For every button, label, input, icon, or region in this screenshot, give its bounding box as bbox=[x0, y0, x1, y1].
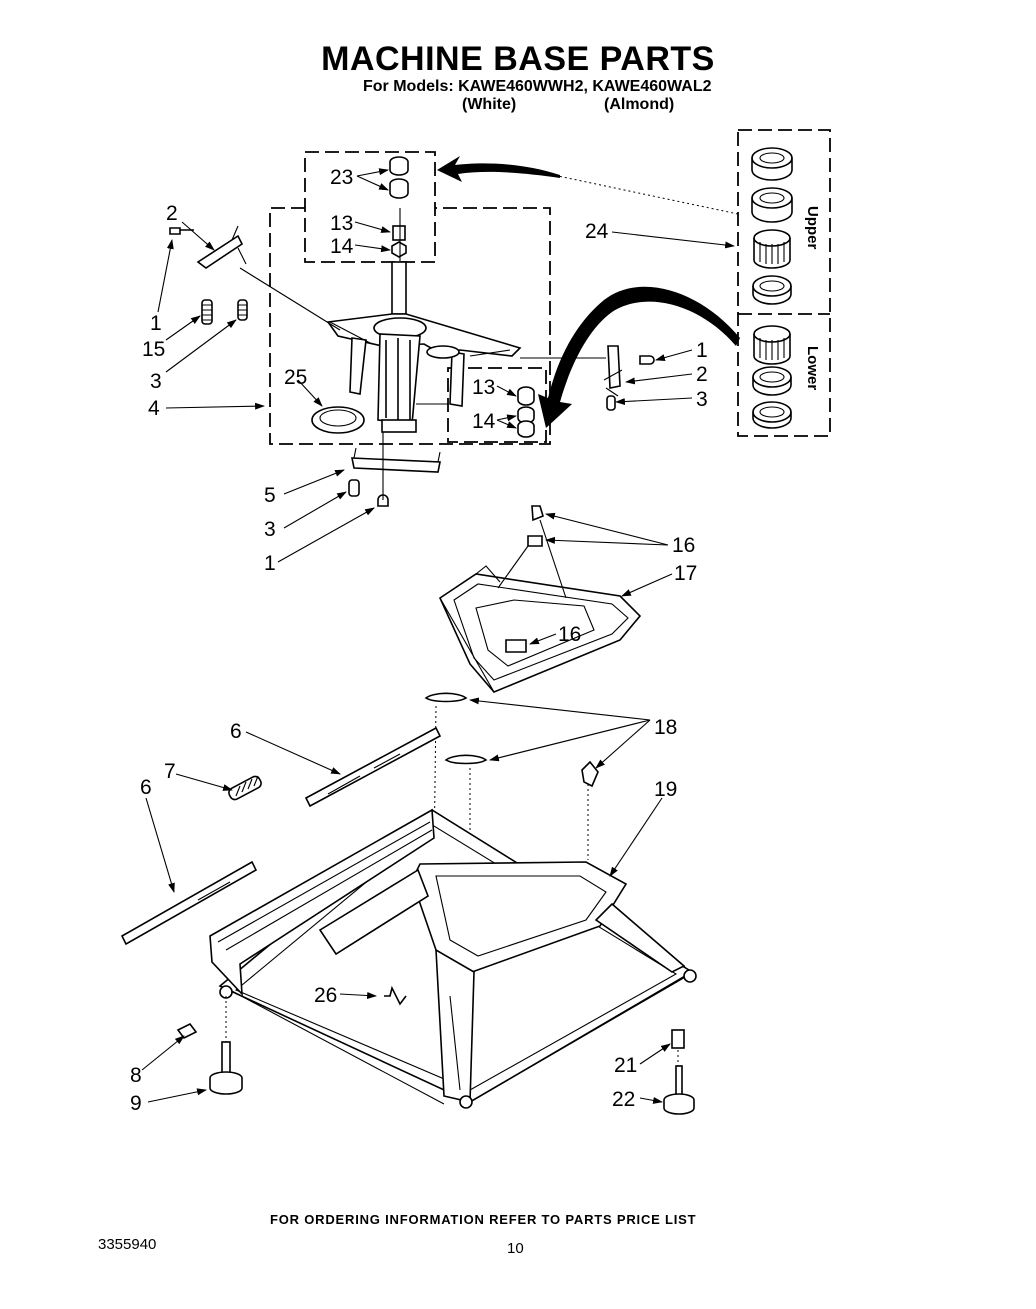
part-8-nut bbox=[176, 1022, 198, 1040]
part-1-bolt-right bbox=[639, 355, 655, 365]
bearing-kit-box bbox=[737, 129, 831, 437]
part-13-washer bbox=[392, 225, 406, 241]
callout-3-lower: 3 bbox=[264, 518, 276, 541]
callout-9: 9 bbox=[130, 1092, 142, 1115]
part-3-spring-lower bbox=[348, 479, 360, 497]
bearing-leader bbox=[557, 175, 739, 215]
part-19-base-frame bbox=[209, 808, 697, 1109]
part-7-spring bbox=[228, 775, 262, 801]
document-number: 3355940 bbox=[98, 1236, 157, 1253]
part-9-leveling-leg bbox=[209, 1041, 243, 1095]
part-17-frame bbox=[438, 565, 642, 693]
part-25-ring bbox=[311, 406, 365, 434]
callout-1-right: 1 bbox=[696, 339, 708, 362]
callout-16-lower: 16 bbox=[558, 623, 581, 646]
callout-1-lower: 1 bbox=[264, 552, 276, 575]
part-16-clip-mid bbox=[527, 535, 543, 547]
upper-bearing-cup bbox=[752, 275, 792, 305]
part-26-clip bbox=[384, 985, 407, 1006]
callout-15: 15 bbox=[142, 338, 165, 361]
callout-21: 21 bbox=[614, 1054, 637, 1077]
lower-bearing-cup bbox=[752, 366, 792, 396]
part-18-pad-mid bbox=[444, 754, 488, 765]
upper-seal bbox=[751, 147, 793, 181]
callout-8: 8 bbox=[130, 1064, 142, 1087]
callout-24: 24 bbox=[585, 220, 609, 243]
part-2-bracket-right bbox=[607, 345, 621, 389]
callout-6-lower: 6 bbox=[140, 776, 152, 799]
callout-1-left: 1 bbox=[150, 312, 162, 335]
part-13-lower bbox=[517, 386, 535, 406]
upper-transfer-arrow bbox=[437, 156, 560, 182]
ordering-note: FOR ORDERING INFORMATION REFER TO PARTS … bbox=[270, 1212, 697, 1227]
part-2-bracket-left bbox=[196, 234, 244, 269]
callout-4: 4 bbox=[148, 397, 160, 420]
part-21-insert bbox=[671, 1029, 685, 1049]
upper-label: Upper bbox=[804, 206, 821, 250]
part-14-lower-a bbox=[517, 406, 535, 424]
lower-roller-bearing bbox=[753, 325, 791, 365]
color-almond-label: (Almond) bbox=[604, 96, 675, 113]
callout-17: 17 bbox=[674, 562, 697, 585]
nut-inset-box bbox=[304, 151, 436, 263]
upper-roller-bearing bbox=[753, 229, 791, 269]
callout-2-left: 2 bbox=[166, 202, 178, 225]
page-title: MACHINE BASE PARTS bbox=[321, 40, 715, 78]
part-3-spring-right bbox=[606, 395, 616, 411]
lower-label: Lower bbox=[804, 346, 821, 390]
part-4-transmission bbox=[326, 208, 522, 433]
models-line: For Models: KAWE460WWH2, KAWE460WAL2 bbox=[363, 78, 712, 95]
callout-25: 25 bbox=[284, 366, 307, 389]
part-6-brace-lower bbox=[120, 860, 258, 946]
callout-18: 18 bbox=[654, 716, 677, 739]
part-16-clip-lower bbox=[505, 639, 527, 653]
part-23-nuts bbox=[389, 156, 409, 199]
callout-14-lower: 14 bbox=[472, 410, 496, 433]
lower-seal bbox=[752, 401, 792, 429]
part-1-bolt-lower bbox=[377, 494, 389, 507]
callout-14-upper: 14 bbox=[330, 235, 354, 258]
callout-13-upper: 13 bbox=[330, 212, 353, 235]
transmission-box bbox=[269, 207, 551, 445]
callout-3-left: 3 bbox=[150, 370, 162, 393]
callout-3-right: 3 bbox=[696, 388, 708, 411]
color-white-label: (White) bbox=[462, 96, 517, 113]
part-16-clip-top bbox=[531, 505, 544, 522]
part-22-leveling-leg bbox=[663, 1065, 695, 1115]
lower-nut-inset-box bbox=[447, 367, 547, 443]
part-5-bracket bbox=[351, 457, 441, 473]
callout-13-lower: 13 bbox=[472, 376, 495, 399]
upper-bearing-race bbox=[751, 187, 793, 223]
part-6-brace-upper bbox=[304, 726, 442, 808]
callout-5: 5 bbox=[264, 484, 276, 507]
callout-6-upper: 6 bbox=[230, 720, 242, 743]
callout-7: 7 bbox=[164, 760, 176, 783]
part-14-lower-b bbox=[517, 420, 535, 438]
callout-23: 23 bbox=[330, 166, 353, 189]
page-number: 10 bbox=[507, 1240, 524, 1257]
callout-19: 19 bbox=[654, 778, 677, 801]
part-15-spring bbox=[201, 299, 213, 325]
part-14-nut bbox=[391, 241, 407, 258]
leader-arrows bbox=[141, 168, 735, 1104]
lower-transfer-arrow bbox=[538, 286, 740, 428]
part-18-pad-right bbox=[581, 760, 599, 788]
callout-2-right: 2 bbox=[696, 363, 708, 386]
callout-22: 22 bbox=[612, 1088, 635, 1111]
callout-26: 26 bbox=[314, 984, 337, 1007]
callout-16-top: 16 bbox=[672, 534, 695, 557]
part-18-pad-top bbox=[424, 692, 468, 703]
